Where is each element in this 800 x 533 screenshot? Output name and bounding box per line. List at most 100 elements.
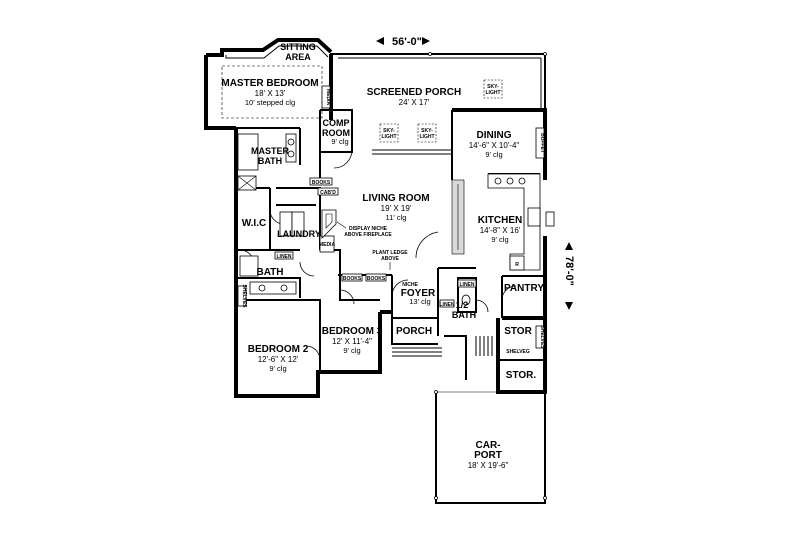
- carport-name-2: PORT: [474, 450, 502, 461]
- sky-light-2: [379, 123, 399, 143]
- media-label-porch: MEDIA: [325, 89, 331, 106]
- shelf-veg-label: SHELVEG: [506, 349, 530, 355]
- books-label-3: BOOKS: [367, 276, 386, 282]
- carport-name-1: CAR-: [476, 440, 501, 451]
- foyer-ceiling: 13' clg: [409, 297, 430, 306]
- master-bath-name-2: BATH: [258, 156, 282, 166]
- master-bedroom-size: 18' X 13': [255, 89, 286, 98]
- wic-name: W.I.C: [242, 218, 266, 229]
- books-shelf-1: [309, 177, 333, 186]
- sky-light-3-line2: LIGHT: [420, 134, 435, 140]
- laundry-name: LAUNDRY: [277, 229, 321, 239]
- bath-name: BATH: [256, 267, 283, 278]
- dining-size: 14'-6" X 10'-4": [469, 141, 520, 150]
- interior-walls: [236, 109, 545, 372]
- bath-fixtures: [237, 133, 471, 306]
- annotations: DISPLAY NICHE ABOVE FIREPLACE PLANT LEDG…: [336, 221, 418, 288]
- sky-light-1: [483, 79, 503, 99]
- cabinet: [317, 187, 339, 196]
- linen-closet-1: [274, 251, 294, 260]
- shelves-label-bed2: SHELVES: [241, 285, 247, 309]
- carport-outline: [434, 390, 547, 504]
- kitchen-window-bay: [545, 211, 555, 227]
- refrigerator: [509, 255, 525, 271]
- kitchen-name: KITCHEN: [478, 215, 522, 226]
- bedroom2-name: BEDROOM 2: [248, 344, 309, 355]
- bath-tub: [239, 255, 259, 277]
- sitting-area-bay: [206, 38, 333, 59]
- master-sink-2: [287, 150, 295, 158]
- master-sink-1: [287, 138, 295, 146]
- kitchen-fixtures: R: [451, 173, 555, 271]
- niche-label: NICHE: [402, 282, 418, 288]
- room-labels: SITTING AREA MASTER BEDROOM 18' X 13' 10…: [221, 42, 544, 470]
- living-room-ceiling: 11' clg: [386, 213, 407, 222]
- screened-porch-size: 24' X 17': [399, 98, 430, 107]
- tub-surround: [237, 133, 259, 171]
- media-unit-bed3: [319, 235, 335, 253]
- plant-ledge-line1: PLANT LEDGE: [372, 250, 408, 256]
- porch-name: PORCH: [396, 326, 432, 337]
- linen-label-1: LINEN: [277, 254, 292, 260]
- sky-light-1-line1: SKY-: [487, 84, 499, 90]
- screened-porch-outline: [329, 52, 547, 110]
- bath-sink-1: [258, 284, 266, 292]
- half-bath-toilet: [461, 294, 471, 306]
- width-dimension-text: 56'-0": [392, 36, 422, 48]
- books-shelf-3: [365, 273, 387, 282]
- kitchen-ceiling: 9' clg: [491, 235, 508, 244]
- bedroom2-size: 12'-6" X 12': [258, 355, 299, 364]
- living-room-size: 19' X 19': [381, 204, 412, 213]
- svg-text:R: R: [515, 262, 519, 268]
- pantry-name: PANTRY: [504, 283, 544, 294]
- linen-label-3: LINEN: [440, 302, 455, 308]
- comp-room-name-2: ROOM: [322, 128, 350, 138]
- media-label-bed3: MEDIA: [319, 242, 336, 248]
- bath-vanity: [249, 281, 297, 295]
- stor1-name: STOR: [504, 326, 532, 337]
- master-bath-name-1: MASTER: [251, 146, 290, 156]
- bedroom2-ceiling: 9' clg: [269, 364, 286, 373]
- dining-ceiling: 9' clg: [485, 150, 502, 159]
- foyer-name: FOYER: [401, 288, 436, 299]
- exterior-walls: [204, 54, 547, 398]
- display-niche-line2: ABOVE FIREPLACE: [344, 232, 392, 238]
- shelves-label: SHELVES: [539, 326, 545, 350]
- buffet: [535, 127, 545, 159]
- laundry-sink: [291, 211, 305, 237]
- master-bedroom-ceiling: 10' stepped clg: [245, 98, 295, 107]
- plant-ledge-line2: ABOVE: [381, 256, 399, 262]
- books-label-2: BOOKS: [343, 276, 362, 282]
- comp-room-name-1: COMP: [323, 118, 350, 128]
- living-room-name: LIVING ROOM: [362, 193, 429, 204]
- bath-sink-2: [280, 284, 288, 292]
- master-bedroom-name: MASTER BEDROOM: [221, 78, 318, 89]
- half-bath-name-1: 1/2: [456, 300, 469, 310]
- kitchen-size: 14'-8" X 16': [480, 226, 521, 235]
- sky-light-3: [417, 123, 437, 143]
- books-label-1: BOOKS: [312, 180, 331, 186]
- dining-name: DINING: [477, 130, 512, 141]
- media-unit-porch: [321, 85, 331, 109]
- sky-light-2-line2: LIGHT: [382, 134, 397, 140]
- front-steps: [392, 335, 499, 392]
- books-shelf-2: [341, 273, 363, 282]
- kitchen-range: [527, 207, 541, 227]
- sky-light-2-line1: SKY-: [383, 128, 395, 134]
- sky-light-3-line1: SKY-: [421, 128, 433, 134]
- depth-dimension-text: 78'-0": [563, 256, 575, 286]
- sky-light-1-line2: LIGHT: [486, 90, 501, 96]
- fireplace: [321, 209, 337, 239]
- linen-closet-2: [457, 279, 477, 288]
- built-ins: MEDIA BOOKS CAB'D MEDIA LINEN BOOKS BOOK…: [237, 85, 545, 355]
- bedroom3-ceiling: 9' clg: [343, 346, 360, 355]
- half-bath-name-2: BATH: [452, 310, 476, 320]
- porch-sliding-doors: [372, 109, 500, 155]
- bedroom3-name: BEDROOM 3: [322, 326, 383, 337]
- cabd-label: CAB'D: [320, 190, 336, 196]
- shelves-bed2: [237, 285, 247, 307]
- screened-porch-name: SCREENED PORCH: [367, 87, 461, 98]
- sitting-area-label-1: SITTING: [280, 42, 316, 52]
- buffet-label: BUFFET: [539, 133, 545, 153]
